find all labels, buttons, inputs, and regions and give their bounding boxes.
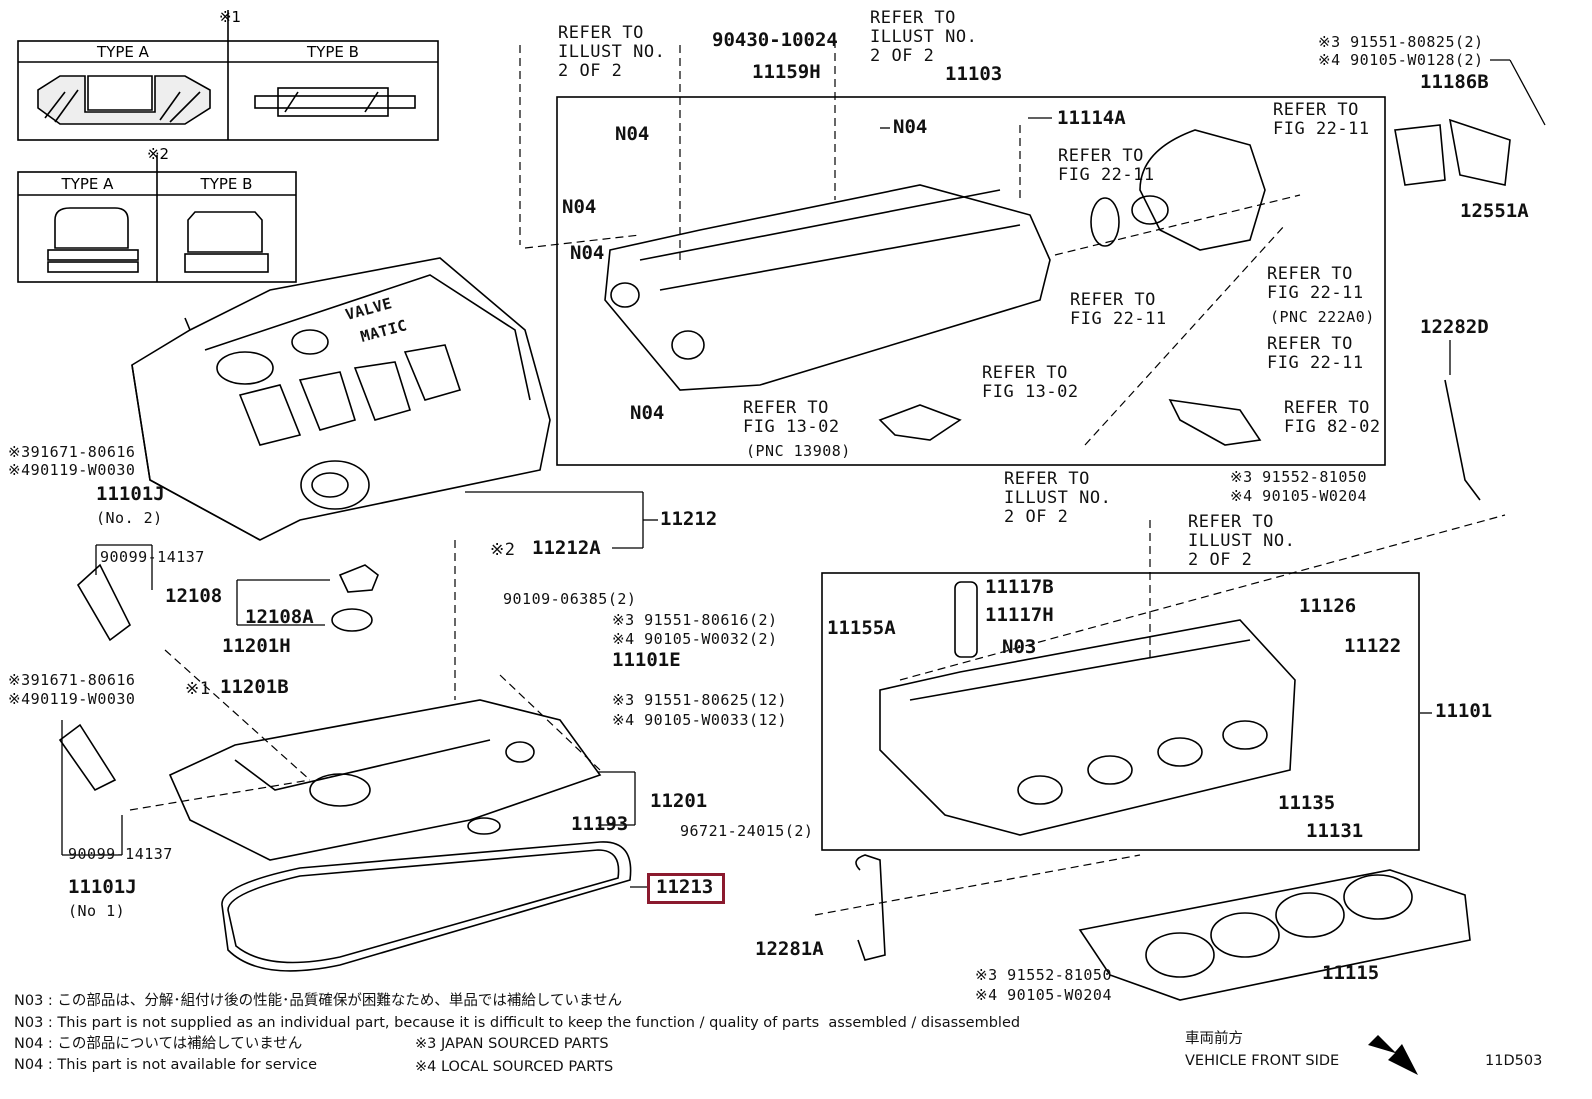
refer-fig-label: REFER TO FIG 13-02 bbox=[743, 398, 840, 437]
part-90105-w0204[interactable]: ※4 90105-W0204 bbox=[1230, 487, 1367, 505]
note-n03-en: N03 : This part is not supplied as an in… bbox=[14, 1015, 1021, 1031]
part-11103[interactable]: 11103 bbox=[945, 63, 1003, 85]
part-90105-w0033[interactable]: ※4 90105-W0033(12) bbox=[612, 711, 788, 729]
refer-fig-label: REFER TO FIG 22-11 bbox=[1267, 264, 1364, 303]
refer-illust-label: REFER TO ILLUST NO. 2 OF 2 bbox=[870, 8, 978, 66]
refer-fig-label: REFER TO FIG 13-02 bbox=[982, 363, 1079, 402]
part-90105-w0128[interactable]: ※4 90105-W0128(2) bbox=[1318, 51, 1484, 69]
part-11213[interactable]: 11213 bbox=[656, 876, 714, 898]
vehicle-front-en: VEHICLE FRONT SIDE bbox=[1185, 1053, 1340, 1069]
oil-filler-cap-icon bbox=[338, 564, 379, 593]
type-box-1-mark: ※1 bbox=[218, 8, 242, 26]
legend-local: ※4 LOCAL SOURCED PARTS bbox=[415, 1059, 614, 1075]
mark-2-label: ※2 bbox=[490, 540, 516, 560]
pnc-label: (PNC 13908) bbox=[746, 442, 851, 460]
cylinder-head-cover bbox=[131, 257, 551, 541]
refer-fig-label: REFER TO FIG 22-11 bbox=[1070, 290, 1167, 329]
legend-japan: ※3 JAPAN SOURCED PARTS bbox=[415, 1036, 609, 1052]
diagram-id: 11D503 bbox=[1485, 1053, 1543, 1069]
part-11193[interactable]: 11193 bbox=[571, 813, 629, 835]
no2-label: (No. 2) bbox=[96, 509, 163, 527]
part-11115[interactable]: 11115 bbox=[1322, 962, 1380, 984]
type-a-header-1: TYPE A bbox=[97, 43, 149, 61]
type-a-header-2: TYPE A bbox=[61, 175, 114, 193]
note-n03-jp: N03 : この部品は、分解･組付け後の性能･品質確保が困難なため、単品では補給… bbox=[14, 993, 623, 1009]
pnc-label: (PNC 222A0) bbox=[1270, 308, 1375, 326]
part-11212a[interactable]: 11212A bbox=[532, 537, 601, 559]
part-91551-80616[interactable]: ※3 91551-80616(2) bbox=[612, 611, 778, 629]
part-11155a[interactable]: 11155A bbox=[827, 617, 896, 639]
type-b-header-2: TYPE B bbox=[200, 175, 253, 193]
part-12551a[interactable]: 12551A bbox=[1460, 200, 1529, 222]
head-gasket bbox=[1078, 869, 1471, 1001]
part-11117b[interactable]: 11117B bbox=[985, 576, 1054, 598]
part-12282d[interactable]: 12282D bbox=[1420, 316, 1489, 338]
vehicle-front-arrow-icon bbox=[1368, 1035, 1418, 1075]
part-12108[interactable]: 12108 bbox=[165, 585, 223, 607]
type-box-2 bbox=[17, 155, 297, 283]
part-n04[interactable]: N04 bbox=[570, 242, 605, 264]
part-90109-06385[interactable]: 90109-06385(2) bbox=[503, 590, 637, 608]
vehicle-front-jp: 車両前方 bbox=[1185, 1031, 1243, 1047]
part-11201[interactable]: 11201 bbox=[650, 790, 708, 812]
part-91552-81050[interactable]: ※3 91552-81050 bbox=[975, 966, 1112, 984]
note-n04-en: N04 : This part is not available for ser… bbox=[14, 1057, 318, 1073]
part-91551-80625[interactable]: ※3 91551-80625(12) bbox=[612, 691, 788, 709]
refer-illust-label: REFER TO ILLUST NO. 2 OF 2 bbox=[1004, 469, 1112, 527]
part-11201h[interactable]: 11201H bbox=[222, 635, 291, 657]
refer-fig-label: REFER TO FIG 22-11 bbox=[1273, 100, 1370, 139]
part-11101[interactable]: 11101 bbox=[1435, 700, 1493, 722]
part-11126[interactable]: 11126 bbox=[1299, 595, 1357, 617]
part-11114a[interactable]: 11114A bbox=[1057, 107, 1126, 129]
part-11131[interactable]: 11131 bbox=[1306, 820, 1364, 842]
part-91671-80616[interactable]: ※391671-80616 bbox=[8, 671, 136, 689]
part-11186b[interactable]: 11186B bbox=[1420, 71, 1489, 93]
part-n04[interactable]: N04 bbox=[562, 196, 597, 218]
part-11135[interactable]: 11135 bbox=[1278, 792, 1336, 814]
mark-1-label: ※1 bbox=[185, 679, 211, 699]
cylinder-head-assembly bbox=[821, 572, 1420, 851]
refer-fig-label: REFER TO FIG 82-02 bbox=[1284, 398, 1381, 437]
part-11101j[interactable]: 11101J bbox=[68, 876, 137, 898]
refer-illust-label: REFER TO ILLUST NO. 2 OF 2 bbox=[1188, 512, 1296, 570]
part-90119-w0030[interactable]: ※490119-W0030 bbox=[8, 461, 136, 479]
part-90430-10024[interactable]: 90430-10024 bbox=[712, 29, 838, 51]
part-11101e[interactable]: 11101E bbox=[612, 649, 681, 671]
type-box-1 bbox=[17, 10, 439, 141]
cylinder-head-cover-lower bbox=[168, 699, 632, 972]
part-12108a[interactable]: 12108A bbox=[245, 606, 314, 628]
type-box-2-mark: ※2 bbox=[146, 145, 170, 163]
part-90105-w0204[interactable]: ※4 90105-W0204 bbox=[975, 986, 1112, 1004]
part-91551-80825[interactable]: ※3 91551-80825(2) bbox=[1318, 33, 1484, 51]
part-90105-w0032[interactable]: ※4 90105-W0032(2) bbox=[612, 630, 778, 648]
part-90119-w0030[interactable]: ※490119-W0030 bbox=[8, 690, 136, 708]
part-91671-80616[interactable]: ※391671-80616 bbox=[8, 443, 136, 461]
no1-label: (No 1) bbox=[68, 902, 126, 920]
part-11122[interactable]: 11122 bbox=[1344, 635, 1402, 657]
refer-fig-label: REFER TO FIG 22-11 bbox=[1058, 146, 1155, 185]
part-91552-81050[interactable]: ※3 91552-81050 bbox=[1230, 468, 1367, 486]
part-11212[interactable]: 11212 bbox=[660, 508, 718, 530]
part-11101j[interactable]: 11101J bbox=[96, 483, 165, 505]
part-n04[interactable]: N04 bbox=[630, 402, 665, 424]
part-11201b[interactable]: 11201B bbox=[220, 676, 289, 698]
part-90099-14137[interactable]: 90099-14137 bbox=[100, 548, 205, 566]
part-96721-24015[interactable]: 96721-24015(2) bbox=[680, 822, 814, 840]
highlight-box bbox=[647, 873, 725, 904]
part-11117h[interactable]: 11117H bbox=[985, 604, 1054, 626]
type-b-header-1: TYPE B bbox=[307, 43, 359, 61]
part-n03[interactable]: N03 bbox=[1002, 636, 1037, 658]
part-n04[interactable]: N04 bbox=[615, 123, 650, 145]
refer-illust-label: REFER TO ILLUST NO. 2 OF 2 bbox=[558, 23, 666, 81]
part-12281a[interactable]: 12281A bbox=[755, 938, 824, 960]
refer-fig-label: REFER TO FIG 22-11 bbox=[1267, 334, 1364, 373]
part-11159h[interactable]: 11159H bbox=[752, 61, 821, 83]
camshaft-assembly bbox=[556, 96, 1511, 466]
note-n04-jp: N04 : この部品については補給していません bbox=[14, 1036, 303, 1052]
part-90099-14137[interactable]: 90099-14137 bbox=[68, 845, 173, 863]
part-n04[interactable]: N04 bbox=[893, 116, 928, 138]
